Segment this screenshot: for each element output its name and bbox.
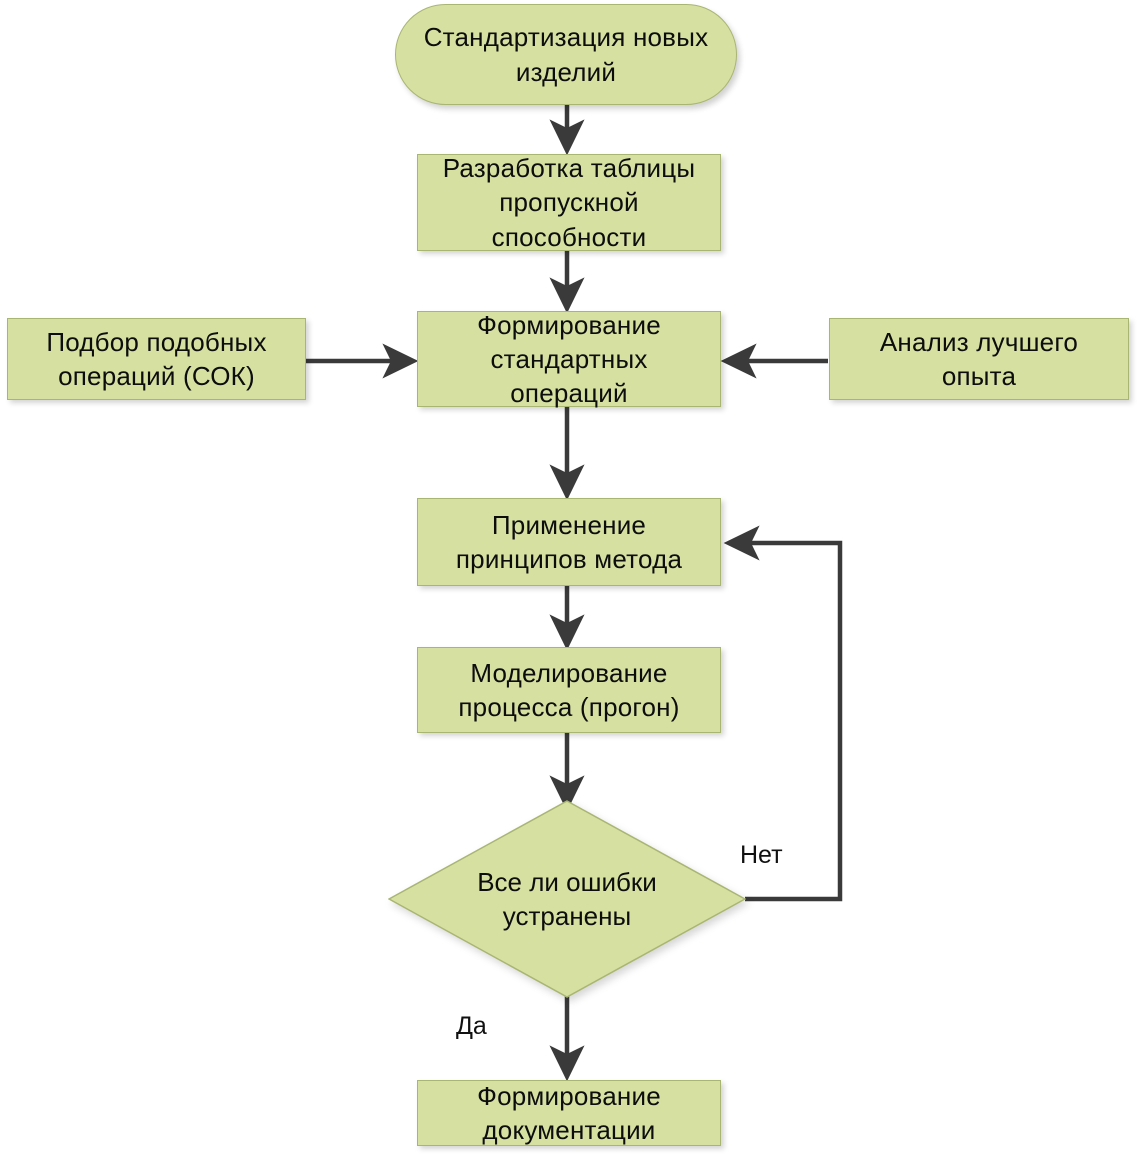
node-documentation[interactable]: Формирование документации (417, 1080, 721, 1146)
edge-label-yes: Да (456, 1012, 487, 1040)
node-best-experience[interactable]: Анализ лучшего опыта (829, 318, 1129, 400)
node-process-modeling[interactable]: Моделирование процесса (прогон) (417, 647, 721, 733)
node-start[interactable]: Стандартизация новых изделий (395, 4, 737, 105)
edge-label-no: Нет (740, 841, 783, 869)
node-apply-principles[interactable]: Применение принципов метода (417, 498, 721, 586)
node-throughput-table[interactable]: Разработка таблицы пропускной способност… (417, 153, 721, 252)
node-decision-errors-fixed[interactable]: Все ли ошибки устранены (388, 800, 746, 998)
node-similar-operations[interactable]: Подбор подобных операций (СОК) (7, 318, 306, 400)
node-standard-operations[interactable]: Формирование стандартных операций (417, 310, 721, 408)
